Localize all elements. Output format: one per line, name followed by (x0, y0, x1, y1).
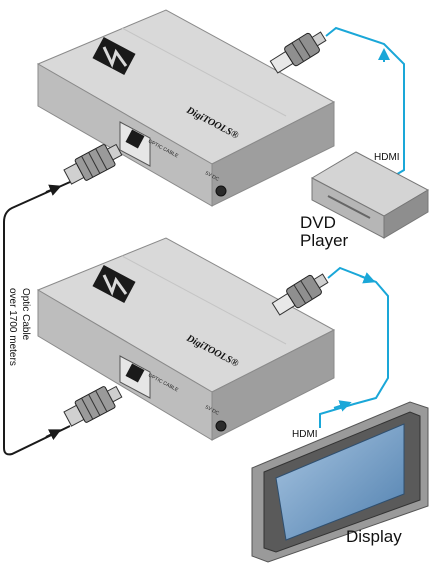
optic-cable-label-1: Optic Cable (20, 288, 31, 341)
optic-arrow-bottom (45, 429, 62, 441)
kramer-logo-top (92, 36, 136, 76)
optic-cable-label-2: over 1700 meters (7, 288, 18, 366)
dvd-label-line1: DVD (300, 213, 336, 232)
transmitter-side-face (211, 101, 335, 207)
transmitter-optic-port (119, 121, 151, 167)
hdmi-cable-bottom (319, 266, 389, 428)
hdmi-arrow-bottom-1 (359, 272, 376, 284)
optic-cable-line (3, 181, 71, 456)
optic-arrow-top (45, 184, 62, 196)
display-label: Display (346, 527, 402, 546)
hdmi-arrow-bottom-2 (333, 400, 352, 412)
optic-connector-top (63, 143, 123, 185)
receiver-dc-jack (215, 420, 227, 432)
kramer-logo-bottom (92, 264, 136, 304)
receiver-device: DigiTOOLS® OPTIC CABLE 5V DC (36, 237, 336, 441)
hdmi-label-top: HDMI (374, 152, 400, 163)
dvd-player (310, 151, 430, 239)
transmitter-device: DigiTOOLS® OPTIC CABLE 5V DC (36, 9, 336, 207)
hdmi-connector-bottom (271, 273, 329, 316)
display-screen (251, 401, 429, 563)
hdmi-connector-top (269, 31, 327, 74)
dvd-label-line2: Player (300, 231, 349, 250)
hdmi-cable-top (325, 26, 405, 177)
hdmi-label-bottom: HDMI (292, 429, 318, 440)
optic-connector-bottom (63, 385, 123, 427)
receiver-optic-port (119, 355, 151, 399)
transmitter-dc-jack (215, 185, 227, 197)
receiver-side-face (211, 329, 335, 441)
